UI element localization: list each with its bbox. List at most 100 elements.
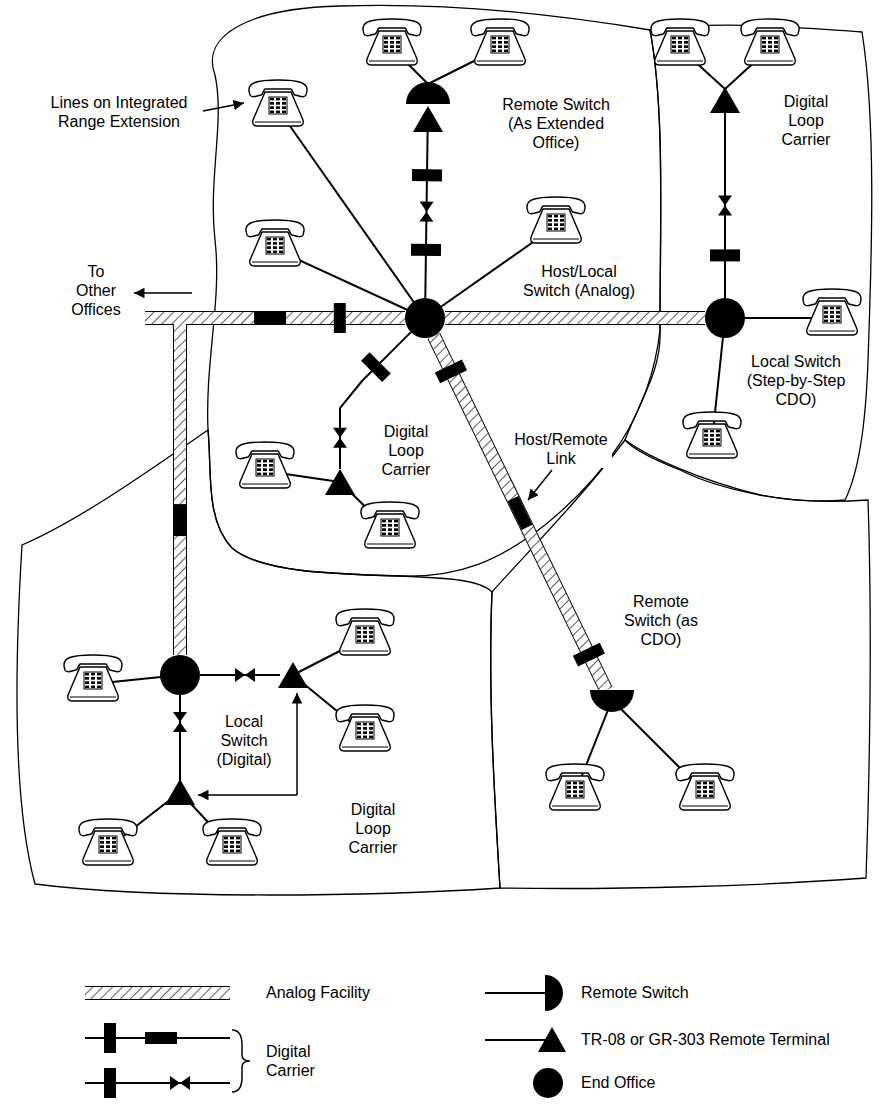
digital-bar bbox=[435, 359, 467, 383]
node-label: Digital Loop Carrier bbox=[770, 92, 842, 150]
digital-bar bbox=[361, 352, 391, 382]
digital-carrier-line bbox=[179, 695, 181, 781]
remote-terminal: Digital Loop Carrier bbox=[710, 87, 740, 113]
bowtie bbox=[718, 196, 732, 206]
node-symbol bbox=[705, 298, 745, 338]
legend-line bbox=[485, 992, 545, 994]
region-outline bbox=[491, 440, 870, 889]
digital-carrier bbox=[411, 132, 442, 298]
analog-facility bbox=[445, 312, 705, 324]
analog-facility bbox=[145, 311, 186, 325]
bowtie bbox=[235, 668, 245, 682]
digital-bar bbox=[254, 312, 286, 324]
bowtie bbox=[419, 212, 433, 222]
legend-label: Remote Switch bbox=[580, 983, 690, 1002]
leader-arrow bbox=[296, 693, 298, 795]
regions bbox=[17, 5, 872, 895]
analog-facility bbox=[434, 336, 606, 690]
telephone bbox=[236, 442, 294, 488]
region-outline bbox=[17, 430, 500, 895]
legend-label: Analog Facility bbox=[265, 983, 371, 1002]
end-office-symbol bbox=[533, 1068, 563, 1098]
digital-bar bbox=[412, 169, 442, 181]
bowtie bbox=[420, 202, 434, 212]
telephone bbox=[203, 819, 261, 865]
remote-switch-symbol bbox=[590, 690, 634, 712]
node-label: Digital Loop Carrier bbox=[370, 422, 442, 480]
bowtie bbox=[173, 722, 187, 732]
analog-facility bbox=[145, 312, 186, 324]
callout-label: Digital Loop Carrier bbox=[337, 800, 409, 858]
end-office-symbol bbox=[160, 655, 200, 695]
remote-switch: Remote Switch (As Extended Office) bbox=[406, 82, 450, 132]
telephone bbox=[361, 502, 419, 548]
telephone bbox=[336, 609, 394, 655]
legend-samples bbox=[85, 975, 566, 1098]
bowtie bbox=[419, 202, 433, 222]
bowtie bbox=[333, 428, 347, 448]
digital-bar bbox=[411, 244, 441, 256]
analog-facility bbox=[445, 312, 705, 324]
node-symbol bbox=[405, 298, 445, 338]
telephone bbox=[683, 412, 741, 458]
digital-bar bbox=[435, 359, 467, 383]
analog-facility bbox=[180, 318, 405, 655]
analog-facility bbox=[145, 312, 186, 324]
legend-line bbox=[485, 1039, 545, 1041]
legend-label: Digital Carrier bbox=[265, 1042, 337, 1080]
digital-bar bbox=[508, 496, 533, 530]
digital-bar bbox=[145, 1032, 177, 1044]
end-office: Local Switch (Digital) bbox=[160, 655, 200, 695]
bowtie bbox=[718, 196, 732, 216]
digital-bar bbox=[174, 504, 186, 536]
bowtie bbox=[718, 206, 732, 216]
end-office-symbol bbox=[405, 298, 445, 338]
analog-facility-stub bbox=[145, 318, 186, 319]
callout-label: To Other Offices bbox=[68, 262, 125, 320]
telephone bbox=[363, 19, 421, 65]
bowtie bbox=[170, 1076, 180, 1090]
digital-bar bbox=[361, 352, 391, 382]
region-outline bbox=[625, 25, 872, 501]
remote-switch-symbol bbox=[545, 975, 563, 1011]
subscriber-line bbox=[278, 109, 425, 318]
leader-arrow bbox=[198, 794, 297, 796]
subscriber-lines bbox=[93, 48, 832, 848]
analog-sample bbox=[85, 987, 230, 999]
node-label: Remote Switch (as CDO) bbox=[621, 592, 701, 650]
remote-terminal: Digital Loop Carrier bbox=[325, 469, 355, 495]
digital-bar bbox=[104, 1068, 116, 1098]
telephone bbox=[64, 655, 122, 701]
digital-bar bbox=[254, 312, 286, 324]
digital-bar bbox=[573, 643, 605, 667]
digital-bar bbox=[508, 496, 533, 530]
leader-arrow bbox=[528, 470, 552, 500]
analog-facility bbox=[434, 336, 606, 690]
telephone bbox=[803, 289, 861, 335]
telephone bbox=[336, 705, 394, 751]
digital-bar bbox=[573, 643, 605, 667]
remote-switch-symbol bbox=[406, 82, 450, 104]
bracket bbox=[232, 1030, 250, 1092]
digital-bar bbox=[104, 1023, 116, 1053]
leader-arrow bbox=[134, 292, 192, 294]
bowtie bbox=[180, 1076, 190, 1090]
analog-sample bbox=[85, 987, 230, 999]
digital-carrier bbox=[710, 113, 740, 298]
node-label: Host/Local Switch (Analog) bbox=[516, 262, 643, 300]
telephone bbox=[651, 19, 709, 65]
bowtie bbox=[245, 668, 255, 682]
telephone bbox=[246, 220, 304, 266]
analog-facility bbox=[434, 336, 606, 690]
analog-facility bbox=[445, 318, 705, 319]
node-label: Local Switch (Step-by-Step CDO) bbox=[738, 352, 855, 410]
digital-bar bbox=[710, 249, 740, 261]
node-symbol bbox=[406, 82, 450, 132]
node-symbol bbox=[325, 469, 355, 495]
remote-terminal-symbol bbox=[413, 106, 443, 132]
analog-facility bbox=[180, 318, 405, 655]
legend-label: End Office bbox=[580, 1073, 656, 1092]
